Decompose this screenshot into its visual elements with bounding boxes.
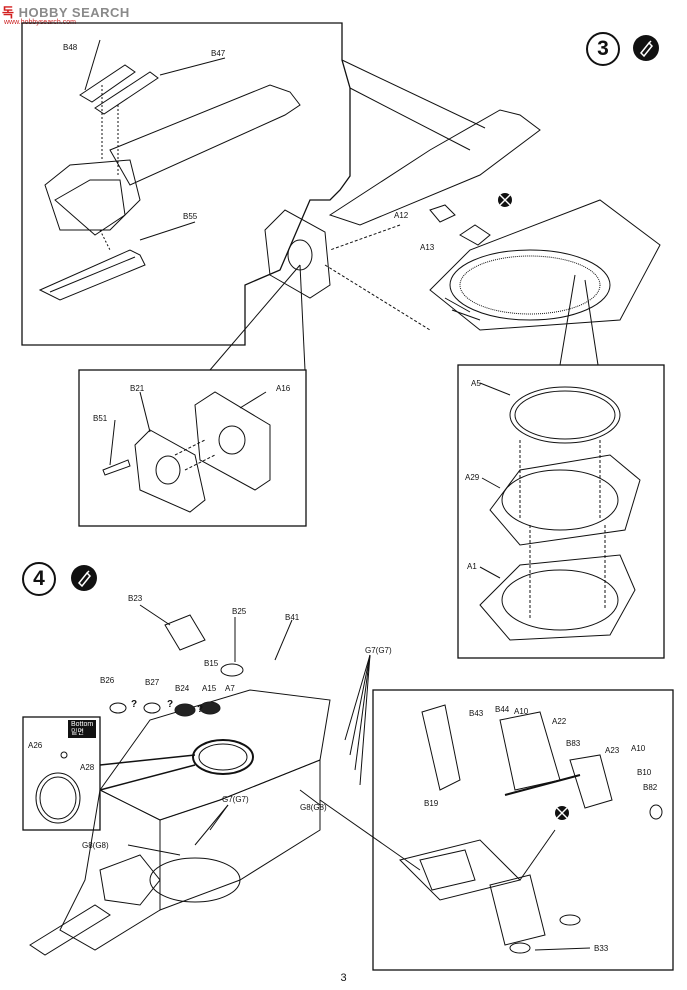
part-label: B24 xyxy=(175,684,190,693)
part-label: A5 xyxy=(471,379,481,388)
hobby-search-logo: 독 HOBBY SEARCH xyxy=(2,5,130,20)
turret-top-drawing xyxy=(328,109,661,331)
gun-breech-drawing xyxy=(38,39,301,301)
part-label: B33 xyxy=(594,944,609,953)
question-mark: ? xyxy=(197,704,204,715)
part-label: A16 xyxy=(276,384,291,393)
mantlet-detail-drawing xyxy=(102,391,271,513)
part-label: A7 xyxy=(225,684,235,693)
part-label: B23 xyxy=(128,594,143,603)
mantlet-detail-box xyxy=(78,369,307,527)
glue-bottle-icon-glyph xyxy=(639,40,654,58)
part-label: B82 xyxy=(643,783,658,792)
part-label: B48 xyxy=(63,43,78,52)
part-label: B83 xyxy=(566,739,581,748)
part-label: B19 xyxy=(424,799,439,808)
part-label: B25 xyxy=(232,607,247,616)
part-label: B21 xyxy=(130,384,145,393)
bottom-badge: Bottom 밑면 xyxy=(68,720,97,738)
part-label: A29 xyxy=(465,473,480,482)
part-label: A22 xyxy=(552,717,567,726)
glue-bottle-icon xyxy=(71,565,97,591)
bottom-badge-ko: 밑면 xyxy=(71,729,84,736)
part-label: G7(G7) xyxy=(222,795,249,804)
part-label: B51 xyxy=(93,414,108,423)
part-label: B43 xyxy=(469,709,484,718)
mantlet-drawing xyxy=(264,209,331,299)
part-label: A28 xyxy=(80,763,95,772)
breech-detail-frame xyxy=(21,22,351,346)
dark-parts xyxy=(175,702,220,716)
part-label: B15 xyxy=(204,659,219,668)
question-mark: ? xyxy=(167,699,174,710)
part-label: G8(G8) xyxy=(82,841,109,850)
bottom-detail-drawing xyxy=(35,751,196,824)
turret-ring-detail-box xyxy=(457,364,665,659)
bottom-detail-box xyxy=(22,716,101,831)
hatch-detail-drawing xyxy=(399,704,663,954)
part-label: B26 xyxy=(100,676,115,685)
page-number: 3 xyxy=(340,972,347,984)
hatch-detail-box xyxy=(372,689,674,971)
part-label: A1 xyxy=(467,562,477,571)
part-label: B44 xyxy=(495,705,510,714)
part-label: A13 xyxy=(420,243,435,252)
step-4-number: 4 xyxy=(22,562,56,596)
no-cement-marks xyxy=(498,193,569,820)
glue-bottle-icon xyxy=(633,35,659,61)
part-label: G8(G8) xyxy=(300,803,327,812)
part-label: G7(G7) xyxy=(365,646,392,655)
bottom-badge-en: Bottom xyxy=(71,721,94,728)
part-label: A15 xyxy=(202,684,217,693)
step-3-number: 3 xyxy=(586,32,620,66)
part-label: B41 xyxy=(285,613,300,622)
turret-assembly-drawing xyxy=(29,604,371,956)
part-label: A23 xyxy=(605,746,620,755)
glue-bottle-icon-glyph xyxy=(77,570,92,588)
part-label: A10 xyxy=(631,744,646,753)
part-label: B10 xyxy=(637,768,652,777)
part-label: B27 xyxy=(145,678,160,687)
question-mark: ? xyxy=(131,699,138,710)
part-label: A12 xyxy=(394,211,409,220)
part-label: A26 xyxy=(28,741,43,750)
part-label: B47 xyxy=(211,49,226,58)
part-label: A10 xyxy=(514,707,529,716)
turret-ring-detail-drawing xyxy=(479,382,641,641)
part-label: B55 xyxy=(183,212,198,221)
